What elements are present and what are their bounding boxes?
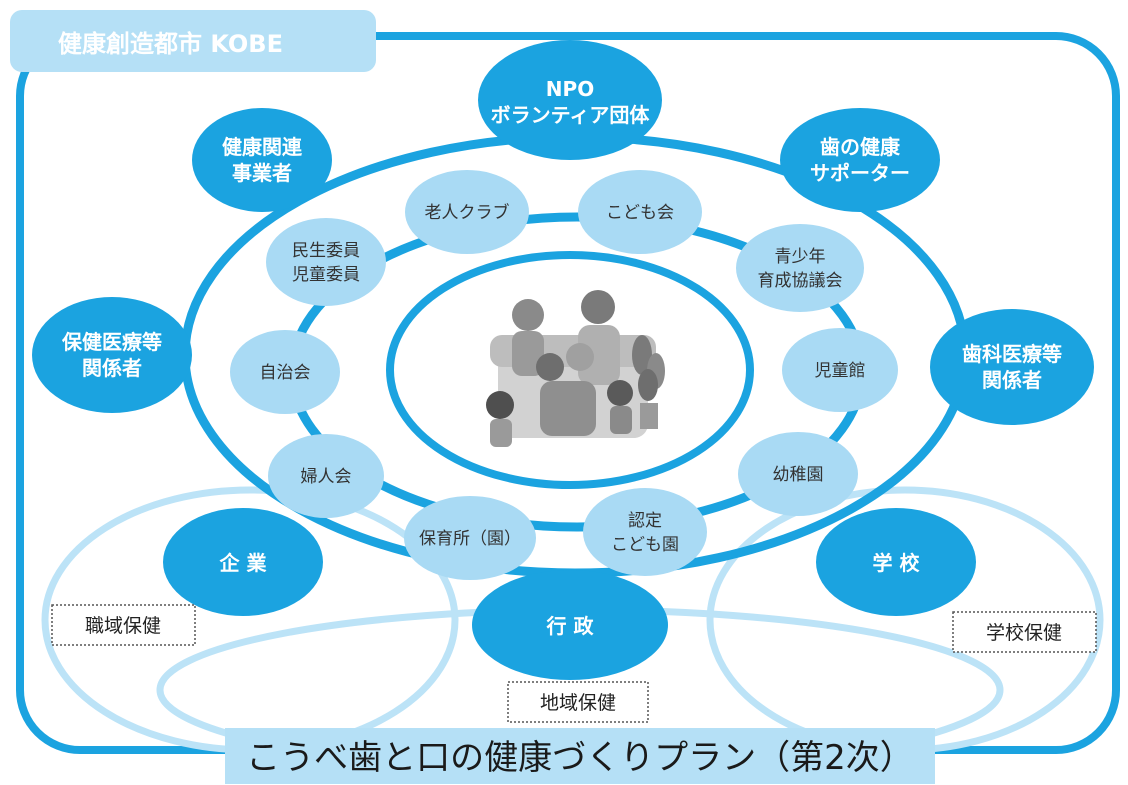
plan-banner: こうべ歯と口の健康づくりプラン（第2次） bbox=[225, 728, 935, 784]
health-business-label-1: 健康関連 bbox=[222, 135, 303, 159]
community-group-welfare-commissioners: 民生委員 児童委員 bbox=[266, 218, 386, 306]
plan-title: こうべ歯と口の健康づくりプラン（第2次） bbox=[246, 738, 914, 778]
neighborhood-association-label: 自治会 bbox=[260, 363, 311, 383]
father-head bbox=[581, 290, 615, 324]
title-tab: 健康創造都市 KOBE bbox=[10, 10, 376, 72]
org-dental-medical: 歯科医療等 関係者 bbox=[930, 309, 1094, 425]
father-body bbox=[578, 325, 620, 385]
grandfather-head bbox=[566, 343, 594, 371]
community-group-certified-kodomoen: 認定 こども園 bbox=[583, 488, 707, 576]
npo-label-1: NPO bbox=[546, 77, 594, 101]
area-label-workplace-health: 職域保健 bbox=[51, 604, 196, 646]
health-medical-label-1: 保健医療等 bbox=[61, 330, 162, 354]
community-group-youth-council: 青少年 育成協議会 bbox=[736, 224, 864, 312]
org-npo: NPO ボランティア団体 bbox=[478, 40, 662, 160]
girl-head bbox=[486, 391, 514, 419]
family-illustration bbox=[486, 290, 665, 447]
dental-health-supporter-label-2: サポーター bbox=[810, 161, 910, 185]
community-group-nursery: 保育所（園） bbox=[404, 496, 536, 580]
community-health-label: 地域保健 bbox=[540, 692, 616, 714]
community-group-kindergarten: 幼稚園 bbox=[738, 432, 858, 516]
community-group-seniors-club: 老人クラブ bbox=[405, 170, 529, 254]
certified-kodomoen-label-1: 認定 bbox=[628, 511, 662, 531]
youth-council-label-1: 青少年 bbox=[775, 247, 826, 267]
potted-plant bbox=[632, 335, 665, 429]
community-group-neighborhood-association: 自治会 bbox=[230, 330, 340, 414]
org-school: 学 校 bbox=[816, 508, 976, 616]
mother-body bbox=[512, 331, 544, 376]
school-label: 学 校 bbox=[873, 551, 921, 575]
area-label-school-health: 学校保健 bbox=[952, 611, 1097, 653]
area-label-community-health: 地域保健 bbox=[507, 681, 649, 723]
community-group-kodomokai: こども会 bbox=[578, 170, 702, 254]
welfare-commissioners-label-2: 児童委員 bbox=[292, 265, 360, 285]
community-group-childrens-hall: 児童館 bbox=[782, 328, 898, 412]
org-government: 行 政 bbox=[472, 570, 668, 680]
health-business-label-2: 事業者 bbox=[232, 161, 292, 185]
school-health-label: 学校保健 bbox=[986, 622, 1062, 644]
boy-head bbox=[607, 380, 633, 406]
nursery-label: 保育所（園） bbox=[419, 529, 521, 549]
org-dental-health-supporter: 歯の健康 サポーター bbox=[780, 108, 940, 212]
company-label: 企 業 bbox=[219, 551, 268, 575]
community-group-womens-association: 婦人会 bbox=[268, 434, 384, 518]
womens-association-label: 婦人会 bbox=[301, 467, 352, 487]
org-company: 企 業 bbox=[163, 508, 323, 616]
outer-organizations: NPO ボランティア団体 健康関連 事業者 歯の健康 サポーター 保健医療等 関… bbox=[32, 40, 1094, 680]
childrens-hall-label: 児童館 bbox=[815, 361, 866, 381]
government-label: 行 政 bbox=[546, 614, 595, 638]
youth-council-label-2: 育成協議会 bbox=[758, 271, 843, 291]
npo-label-2: ボランティア団体 bbox=[491, 103, 651, 127]
community-groups: 老人クラブ こども会 民生委員 児童委員 青少年 育成協議会 自治会 児童館 婦… bbox=[230, 170, 898, 580]
health-medical-label-2: 関係者 bbox=[82, 356, 142, 380]
org-health-business: 健康関連 事業者 bbox=[192, 108, 332, 212]
seniors-club-label: 老人クラブ bbox=[425, 202, 510, 223]
boy-body bbox=[610, 406, 632, 434]
mother-head bbox=[512, 299, 544, 331]
page-title: 健康創造都市 KOBE bbox=[58, 30, 283, 58]
workplace-health-label: 職域保健 bbox=[85, 615, 161, 637]
dental-health-supporter-label-1: 歯の健康 bbox=[820, 135, 901, 159]
dental-medical-label-2: 関係者 bbox=[982, 368, 1042, 392]
grandmother-head bbox=[536, 353, 564, 381]
dental-medical-label-1: 歯科医療等 bbox=[962, 342, 1062, 366]
org-health-medical: 保健医療等 関係者 bbox=[32, 297, 192, 413]
welfare-commissioners-label-1: 民生委員 bbox=[292, 241, 360, 261]
girl-body bbox=[490, 419, 512, 447]
kodomokai-label: こども会 bbox=[606, 203, 674, 223]
grandparents-body bbox=[540, 381, 596, 436]
kindergarten-label: 幼稚園 bbox=[773, 465, 824, 485]
certified-kodomoen-label-2: こども園 bbox=[611, 535, 679, 555]
